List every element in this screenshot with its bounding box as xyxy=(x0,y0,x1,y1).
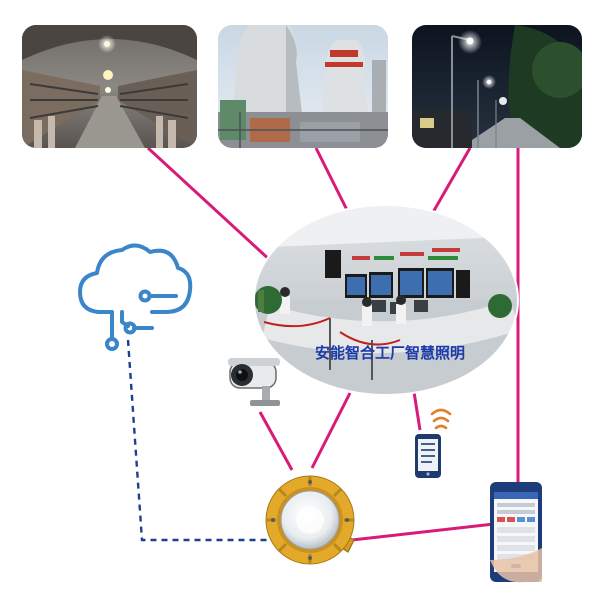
explosion-proof-lamp-icon xyxy=(265,475,355,565)
connection-lines xyxy=(126,146,520,542)
center-caption: 安能智合工厂智慧照明 xyxy=(315,344,465,362)
cloud-network-icon xyxy=(78,243,193,351)
link-control-room-phone xyxy=(412,391,422,431)
link-control-room-lamp xyxy=(310,392,352,469)
mobile-app-icon xyxy=(490,482,542,583)
link-camera-lamp xyxy=(258,411,294,471)
phone-wireless-icon xyxy=(415,408,452,478)
link-lamp-app xyxy=(351,522,495,542)
link-street-control-room xyxy=(430,147,472,215)
link-tunnel-control-room xyxy=(146,146,274,264)
night-street-photo xyxy=(412,25,582,148)
security-camera-icon xyxy=(228,358,280,406)
power-plant-photo xyxy=(218,25,388,148)
link-plant-control-room xyxy=(314,147,350,213)
link-cloud-lamp xyxy=(126,339,272,542)
control-room-photo: 安能智合工厂智慧照明 xyxy=(253,204,519,396)
tunnel-corridor-photo xyxy=(22,25,197,148)
